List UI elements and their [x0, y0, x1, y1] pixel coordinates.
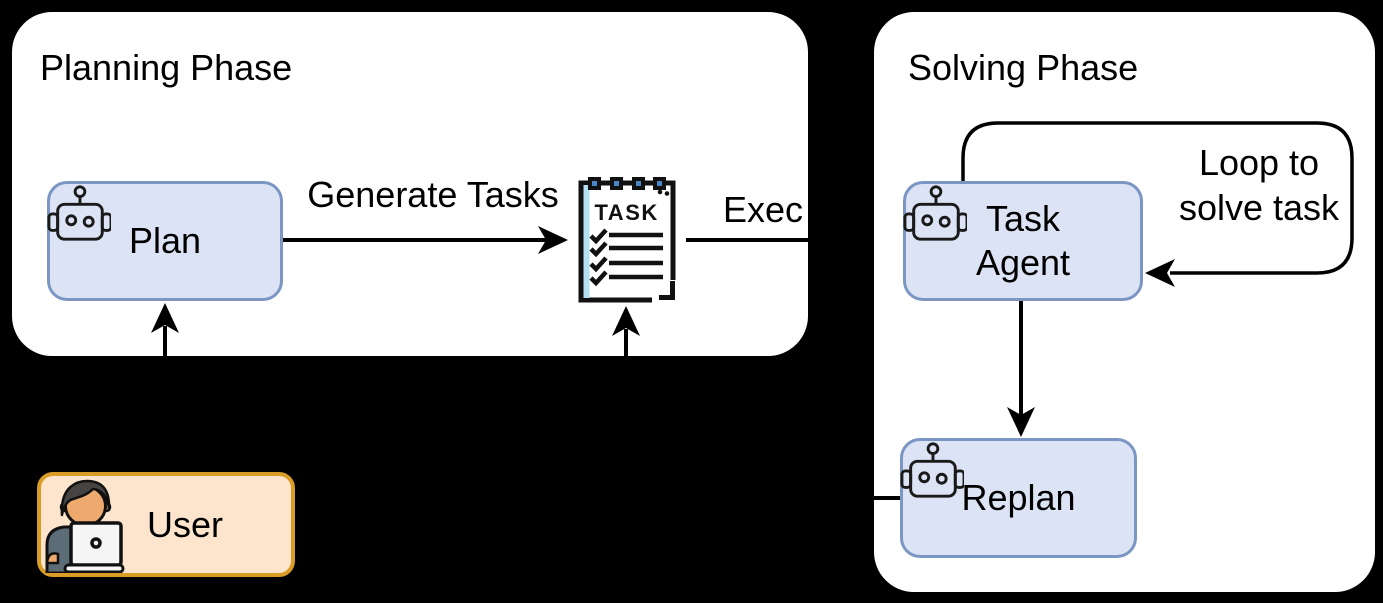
plan-label: Plan [128, 220, 202, 261]
generate-tasks-arrowhead [538, 226, 568, 254]
up-arrowhead-plan [151, 303, 179, 333]
solving-phase-title: Solving Phase [908, 47, 1139, 88]
robot-icon [900, 442, 964, 498]
replan-label: Replan [961, 477, 1076, 518]
replan-agent-node: Replan [900, 438, 1137, 558]
user-node: User [37, 472, 295, 577]
planning-phase-title: Planning Phase [40, 47, 293, 88]
task-checklist-icon: TASK [578, 177, 677, 304]
down-arrowhead-replan [1007, 407, 1035, 437]
plan-agent-node: Plan [47, 181, 283, 301]
exec-label: Exec [722, 189, 804, 230]
up-arrowhead-task-list [612, 306, 640, 336]
task-agent-node: Task Agent [903, 181, 1143, 301]
loop-arrow-path [961, 121, 1354, 275]
user-label: User [146, 503, 223, 545]
task-agent-label: Task Agent [975, 198, 1071, 283]
user-at-laptop-icon [45, 479, 125, 573]
loop-arrowhead [1145, 259, 1175, 287]
generate-tasks-label: Generate Tasks [307, 174, 559, 215]
robot-icon [47, 185, 111, 241]
robot-icon [903, 185, 967, 241]
loop-to-solve-task-label: Loop to solve task [1178, 142, 1340, 228]
task-list-title: TASK [595, 200, 659, 225]
task-checklist-rows [589, 228, 663, 287]
task-margin-strip [583, 185, 590, 298]
task-binder-clips [588, 177, 666, 190]
